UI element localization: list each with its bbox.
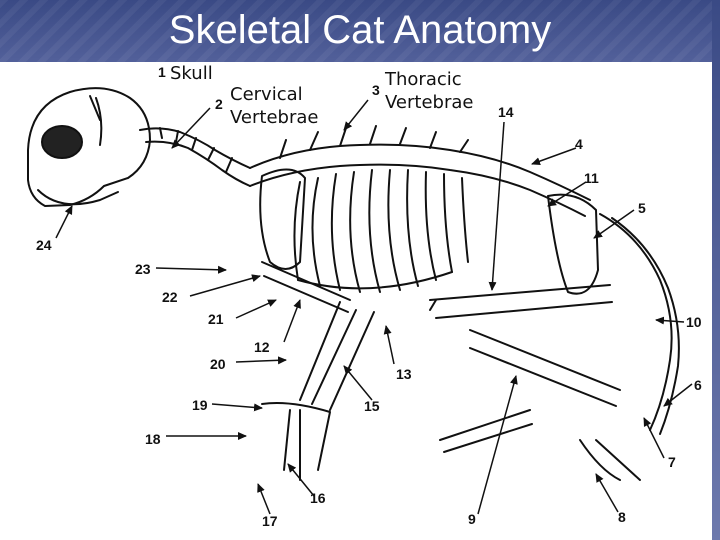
- callout-15: 15: [364, 398, 380, 414]
- callout-21: 21: [208, 311, 224, 327]
- front-paw: [261, 402, 331, 481]
- callout-2: 2: [215, 96, 223, 112]
- callout-14: 14: [498, 104, 514, 120]
- diagram-panel: [0, 62, 712, 540]
- tarsus-bones: [439, 409, 533, 453]
- callout-13: 13: [396, 366, 412, 382]
- callout-7: 7: [668, 454, 676, 470]
- callout-1: 1: [158, 64, 166, 80]
- scapula-bone: [259, 168, 306, 270]
- callout-22: 22: [162, 289, 178, 305]
- callout-18: 18: [145, 431, 161, 447]
- slide-title: Skeletal Cat Anatomy: [168, 8, 552, 52]
- callout-17: 17: [262, 513, 278, 529]
- tibia-fibula-bones: [469, 329, 621, 407]
- callout-12: 12: [254, 339, 270, 355]
- callout-20: 20: [210, 356, 226, 372]
- cervical-vertebrae-bones: [139, 127, 251, 169]
- callout-11: 11: [584, 170, 599, 186]
- right-border: [712, 0, 720, 540]
- callout-19: 19: [192, 397, 208, 413]
- title-banner: [0, 0, 720, 62]
- hind-paw: [579, 439, 641, 481]
- thoracic-spine: [249, 143, 591, 201]
- label-thoracic-line2: Vertebrae: [385, 92, 474, 113]
- label-skull: Skull: [170, 63, 213, 84]
- callout-3: 3: [372, 82, 380, 98]
- callout-23: 23: [135, 261, 151, 277]
- callout-16: 16: [310, 490, 326, 506]
- callout-5: 5: [638, 200, 646, 216]
- jaw-bone: [37, 189, 119, 206]
- humerus-bone: [261, 261, 351, 313]
- pointer-arrows: [55, 99, 693, 515]
- callout-24: 24: [36, 237, 52, 253]
- rib-cage: [293, 169, 469, 293]
- pelvis-bone: [547, 193, 599, 295]
- callout-8: 8: [618, 509, 626, 525]
- radius-ulna-bones: [299, 301, 375, 411]
- tail-vertebrae: [599, 213, 673, 431]
- skull-bone: [27, 87, 151, 207]
- label-cervical-line2: Vertebrae: [230, 107, 319, 128]
- callout-10: 10: [686, 314, 702, 330]
- callout-6: 6: [694, 377, 702, 393]
- callout-4: 4: [575, 136, 583, 152]
- callout-9: 9: [468, 511, 476, 527]
- label-thoracic-line1: Thoracic: [385, 69, 462, 90]
- label-cervical-line1: Cervical: [230, 84, 303, 105]
- femur-bone: [429, 284, 613, 319]
- eye-socket: [41, 125, 83, 159]
